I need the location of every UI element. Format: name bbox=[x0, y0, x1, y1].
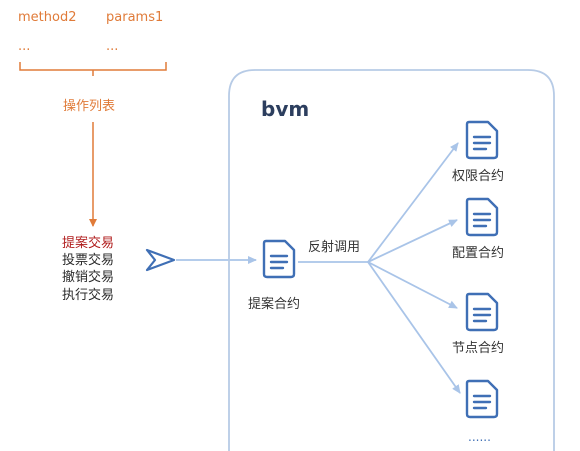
more-contracts-ellipsis: ...... bbox=[468, 430, 491, 444]
list-brace bbox=[19, 62, 167, 76]
node-contract-doc-icon bbox=[465, 292, 499, 332]
fan-arrow-more bbox=[367, 261, 461, 394]
bvm-box bbox=[228, 69, 555, 451]
tx-execute: 执行交易 bbox=[62, 287, 114, 303]
send-icon bbox=[145, 248, 176, 272]
method-ellipsis: ... bbox=[18, 39, 30, 54]
fan-arrow-config bbox=[367, 219, 458, 263]
permission-contract-label: 权限合约 bbox=[452, 168, 504, 184]
permission-contract-doc-icon bbox=[465, 120, 499, 160]
proposal-contract-doc-icon bbox=[262, 239, 296, 279]
bvm-title: bvm bbox=[261, 97, 309, 121]
proposal-contract-label: 提案合约 bbox=[248, 296, 300, 312]
tx-proposal: 提案交易 bbox=[62, 235, 114, 251]
fan-arrow-node bbox=[367, 261, 458, 309]
config-contract-label: 配置合约 bbox=[452, 246, 504, 261]
op-list-label: 操作列表 bbox=[63, 98, 115, 114]
more-contract-doc-icon bbox=[465, 379, 499, 419]
method-label: method2 bbox=[18, 10, 76, 25]
config-contract-doc-icon bbox=[465, 197, 499, 237]
node-contract-label: 节点合约 bbox=[452, 341, 504, 356]
params-label: params1 bbox=[106, 10, 163, 25]
reflect-call-label: 反射调用 bbox=[308, 239, 360, 255]
tx-revoke: 撤销交易 bbox=[62, 269, 114, 285]
tx-vote: 投票交易 bbox=[62, 252, 114, 268]
params-ellipsis: ... bbox=[106, 39, 118, 54]
fan-arrow-permission bbox=[367, 142, 459, 263]
